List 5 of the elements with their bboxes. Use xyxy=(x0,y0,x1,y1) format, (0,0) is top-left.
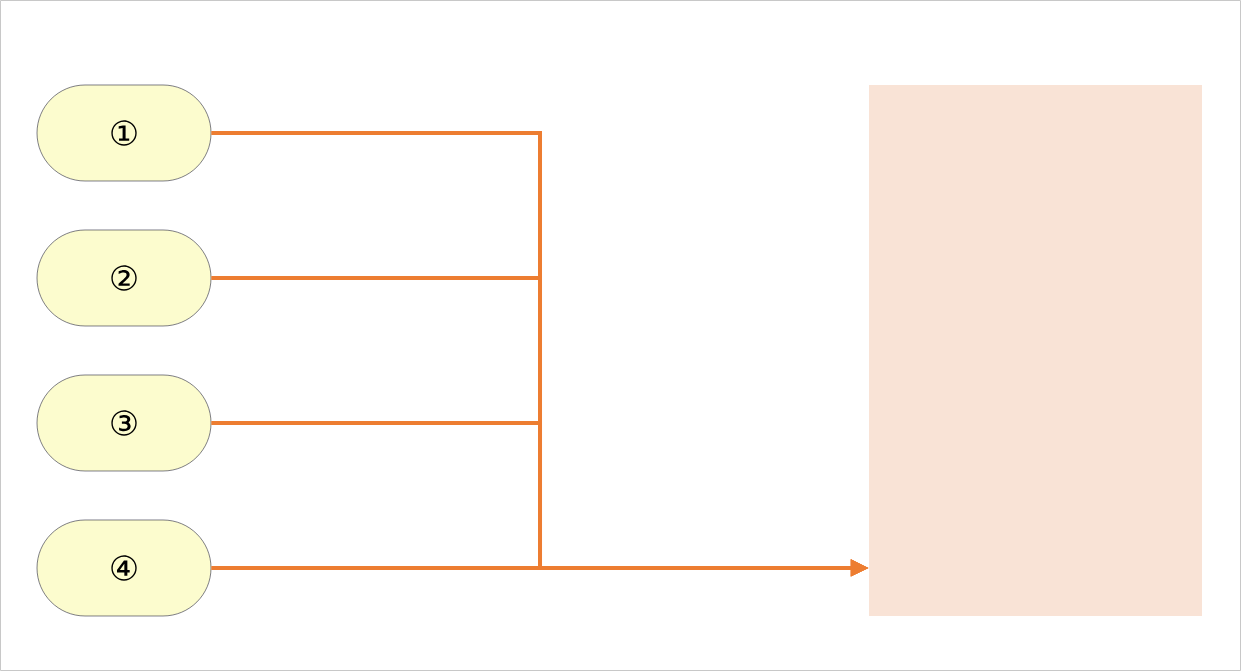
step-pill: ④ xyxy=(36,519,212,617)
step-pill: ③ xyxy=(36,374,212,472)
step-pill: ① xyxy=(36,84,212,182)
panel xyxy=(869,85,1202,616)
step-pill: ② xyxy=(36,229,212,327)
